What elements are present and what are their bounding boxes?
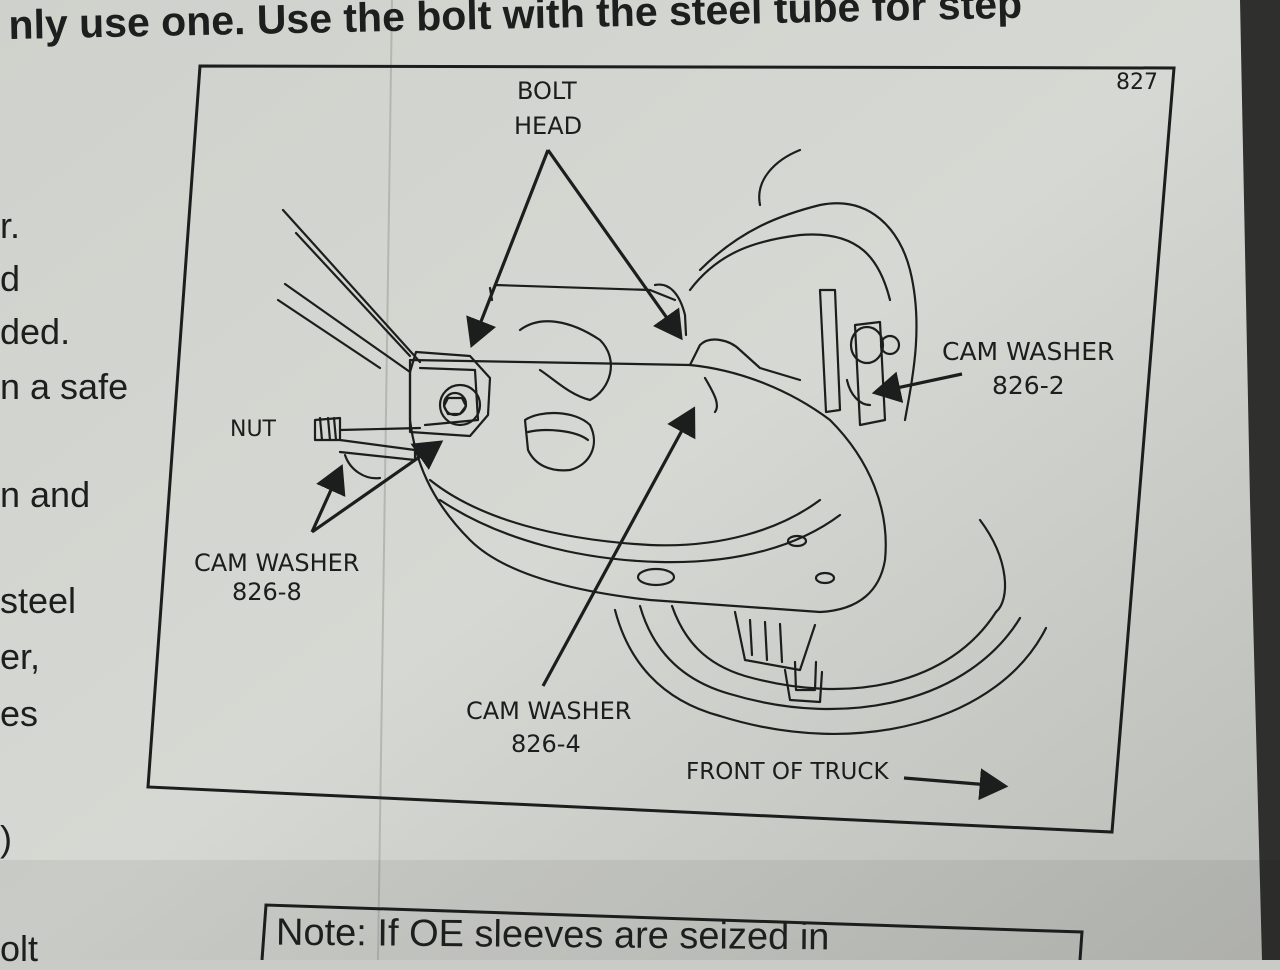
bolt-head-arrow-front <box>546 149 683 341</box>
diagram-border <box>146 64 1176 834</box>
cam-washer-826-4-label: 826-4 <box>511 730 581 758</box>
margin-text-fragment: es <box>0 693 39 734</box>
callout-arrows <box>310 149 1009 801</box>
cam-washer-826-4-arrow <box>541 406 696 687</box>
cam-washer-label: CAM WASHER <box>942 337 1114 366</box>
margin-text-fragment: ded. <box>0 311 71 352</box>
cam-washer-826-8-arrow-a <box>310 464 346 533</box>
margin-text-fragment: n a safe <box>0 366 129 407</box>
margin-text-fragment: steel <box>0 580 77 621</box>
cam-washer-826-2-arrow <box>871 371 963 403</box>
cam-washer-826-2-label: 826-2 <box>992 371 1065 400</box>
control-arm-drawing <box>276 148 1048 735</box>
cam-washer-826-8-label: 826-8 <box>232 578 302 606</box>
front-of-truck-arrow <box>903 768 1009 801</box>
margin-text-fragment: n and <box>0 474 91 515</box>
nut-label: NUT <box>230 417 277 442</box>
cam-washer-label: CAM WASHER <box>194 549 359 577</box>
cam-washer-label: CAM WASHER <box>466 697 631 725</box>
margin-text-fragment: r. <box>0 205 21 246</box>
bolt-head-label-line1: BOLT <box>517 77 577 105</box>
margin-text-fragment: d <box>0 258 21 299</box>
bolt-head-label-line2: HEAD <box>514 112 582 140</box>
margin-text-fragment: ) <box>0 818 12 859</box>
front-of-truck-label: FRONT OF TRUCK <box>686 759 889 785</box>
bolt-head-arrow-rear <box>466 149 550 348</box>
cam-washer-826-8-arrow-b <box>311 440 444 534</box>
figure-number: 827 <box>1116 70 1158 95</box>
margin-text-fragment: er, <box>0 636 41 677</box>
